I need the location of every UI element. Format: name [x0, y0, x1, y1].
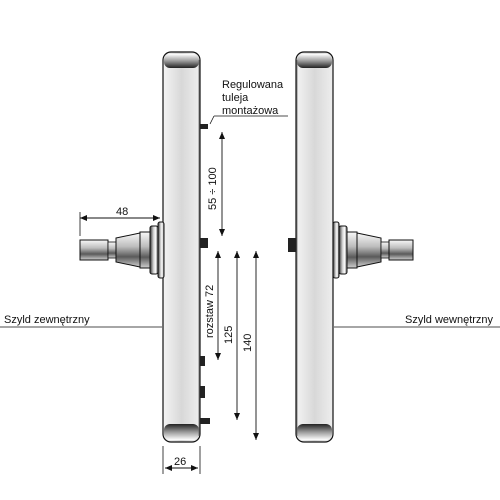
callout-line-1: Regulowana	[222, 79, 284, 91]
dim-handle-length: 48	[79, 206, 160, 236]
callout-line-3: montażowa	[222, 105, 279, 117]
inner-plate-label: Szyld wewnętrzny	[405, 314, 494, 326]
dim-spacing-label: rozstaw 72	[204, 285, 216, 338]
dim-140: 140	[242, 251, 259, 440]
dim-spacing: rozstaw 72	[204, 251, 221, 360]
dim-125: 125	[223, 251, 240, 420]
dim-125-label: 125	[223, 326, 235, 344]
dim-plate-width: 26	[162, 446, 201, 474]
dim-26-label: 26	[174, 456, 186, 468]
dim-door-range: 55 ÷ 100	[207, 132, 225, 236]
dim-48-label: 48	[116, 206, 128, 218]
outer-handle	[79, 221, 165, 279]
callout-line-2: tuleja	[222, 92, 249, 104]
outer-plate-label-group: Szyld zewnętrzny	[0, 314, 162, 328]
dim-140-label: 140	[242, 334, 254, 352]
outer-plate-label: Szyld zewnętrzny	[4, 314, 90, 326]
dim-55-100-label: 55 ÷ 100	[207, 167, 219, 210]
outer-plate	[162, 51, 210, 443]
inner-handle	[332, 221, 414, 279]
inner-plate	[288, 51, 334, 443]
inner-plate-label-group: Szyld wewnętrzny	[334, 314, 500, 328]
sleeve-callout: Regulowana tuleja montażowa	[209, 79, 288, 125]
